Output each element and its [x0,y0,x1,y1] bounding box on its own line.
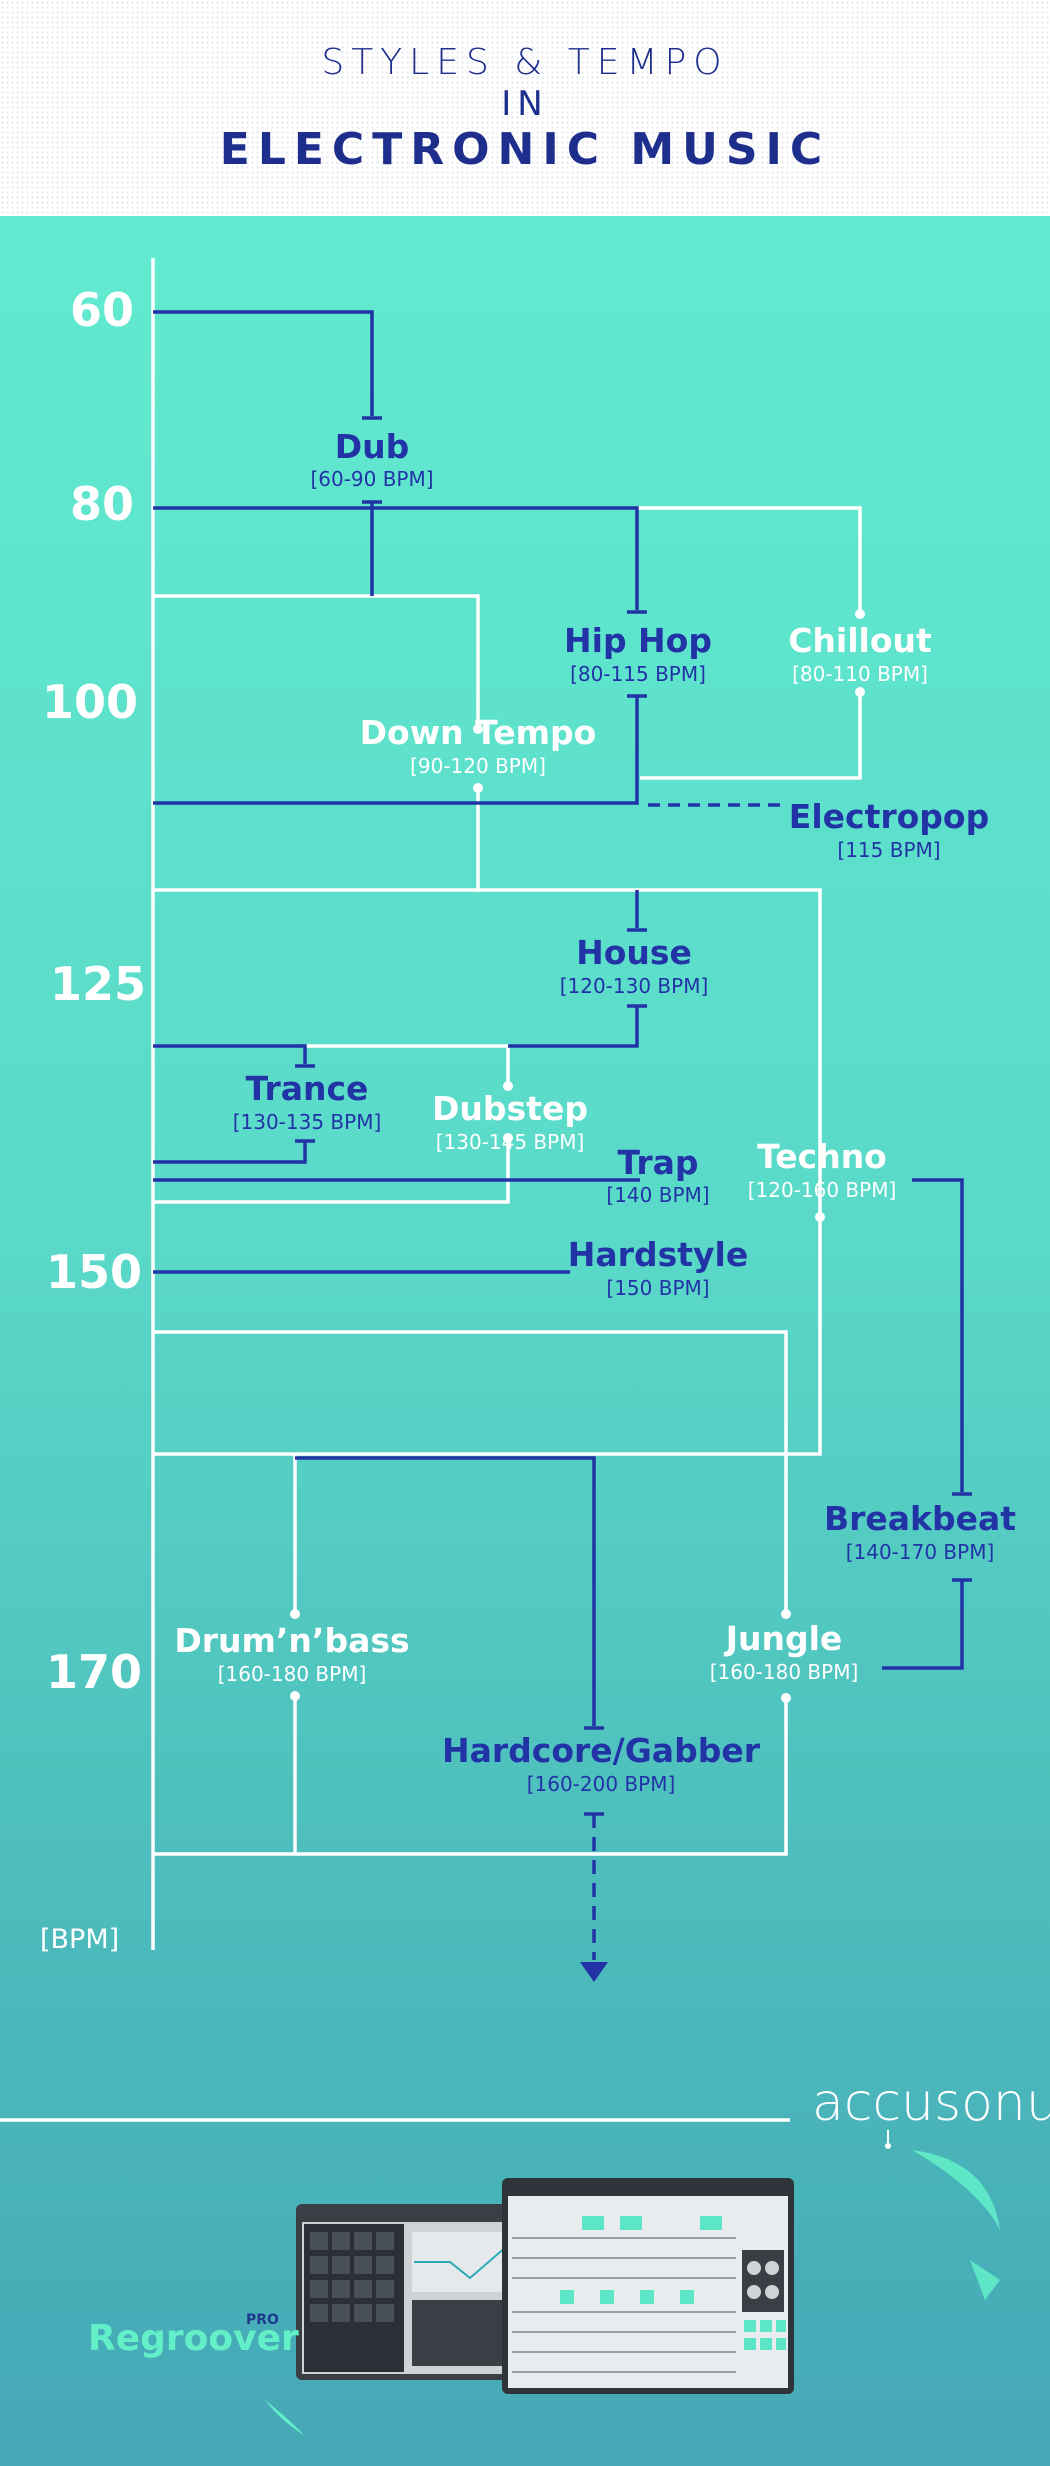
genre-trance: Trance [130-135 BPM] [233,1069,382,1134]
genre-hardstyle: Hardstyle [150 BPM] [568,1235,748,1300]
genre-name: Drum’n’bass [174,1621,409,1660]
axis-unit-label: [BPM] [40,1924,119,1955]
genre-range: [140-170 BPM] [846,1540,995,1564]
regroover-product-image [296,2178,794,2394]
accusonus-logo: accusonus [812,2073,1050,2133]
genre-range: [120-130 BPM] [560,974,709,998]
genre-techno: Techno [120-160 BPM] [748,1137,897,1202]
regroover-logo: Regroover [88,2318,299,2359]
genre-name: Hardstyle [568,1235,748,1274]
genre-breakbeat: Breakbeat [140-170 BPM] [824,1499,1016,1564]
genre-name: Chillout [788,621,932,660]
axis-tick-150: 150 [46,1245,142,1299]
genre-range: [130-135 BPM] [233,1110,382,1134]
genre-trap: Trap [140 BPM] [606,1143,709,1207]
genre-range: [140 BPM] [606,1183,709,1207]
regroover-pro-badge: PRO [246,2312,279,2328]
genre-electropop: Electropop [115 BPM] [789,797,989,862]
swoosh-decoration [970,2260,1000,2300]
genre-name: Hip Hop [564,621,712,660]
genre-downtempo: Down Tempo [90-120 BPM] [360,713,597,778]
genre-name: Down Tempo [360,713,597,752]
title-line-1: STYLES & TEMPO [321,42,729,83]
genre-range: [120-160 BPM] [748,1178,897,1202]
genre-dub: Dub [60-90 BPM] [310,427,433,491]
genre-name: Dub [335,427,410,466]
axis-tick-170: 170 [46,1645,142,1699]
genre-range: [150 BPM] [606,1276,709,1300]
genre-hardcore: Hardcore/Gabber [160-200 BPM] [442,1731,761,1796]
genre-house: House [120-130 BPM] [560,933,709,998]
genre-range: [90-120 BPM] [410,754,546,778]
genre-hiphop: Hip Hop [80-115 BPM] [564,621,712,686]
genre-jungle: Jungle [160-180 BPM] [710,1619,859,1684]
genre-range: [115 BPM] [837,838,940,862]
genre-name: Dubstep [432,1089,588,1128]
header: STYLES & TEMPO IN ELECTRONIC MUSIC [0,0,1050,216]
diagram-background [0,216,1050,2466]
genre-drumnbass: Drum’n’bass [160-180 BPM] [174,1621,409,1686]
genre-dubstep: Dubstep [130-145 BPM] [432,1089,588,1154]
genre-name: Techno [757,1137,887,1176]
white-connectors [153,506,865,1856]
axis-tick-80: 80 [70,477,134,531]
genre-name: Jungle [724,1619,843,1658]
genre-name: Breakbeat [824,1499,1016,1538]
title-line-3: ELECTRONIC MUSIC [219,124,831,175]
genre-range: [160-180 BPM] [218,1662,367,1686]
genre-range: [80-110 BPM] [792,662,928,686]
genre-range: [160-180 BPM] [710,1660,859,1684]
genre-range: [130-145 BPM] [436,1130,585,1154]
genre-name: Trance [246,1069,369,1108]
genre-range: [160-200 BPM] [527,1772,676,1796]
genre-range: [80-115 BPM] [570,662,706,686]
swoosh-decoration [265,2400,305,2436]
genre-name: Hardcore/Gabber [442,1731,761,1770]
axis-tick-100: 100 [42,675,138,729]
genre-range: [60-90 BPM] [310,467,433,491]
title-line-2: IN [501,84,549,124]
genre-chillout: Chillout [80-110 BPM] [788,621,932,686]
axis-tick-60: 60 [70,283,134,337]
swoosh-decoration [912,2150,1000,2230]
blue-connectors [153,310,972,1982]
genre-name: House [576,933,692,972]
genre-name: Electropop [789,797,989,836]
axis-tick-125: 125 [50,957,146,1011]
genre-name: Trap [617,1143,698,1182]
